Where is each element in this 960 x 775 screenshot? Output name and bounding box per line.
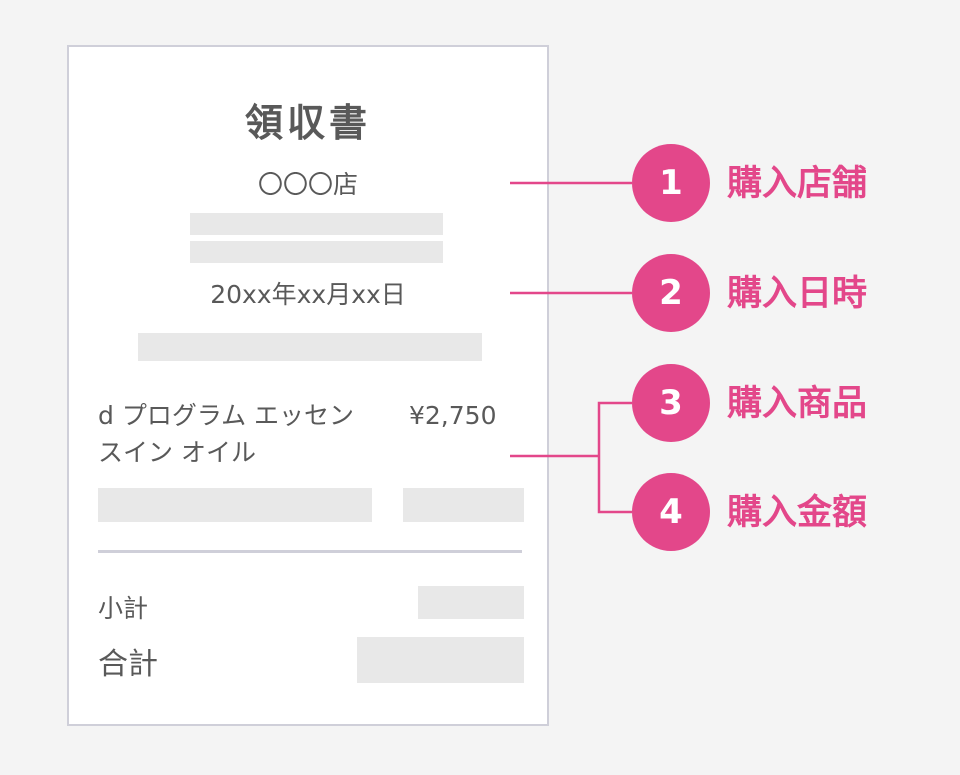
item-name: d プログラム エッセンスイン オイル bbox=[98, 401, 355, 467]
subtotal-label: 小計 bbox=[98, 594, 149, 623]
total-value-placeholder bbox=[357, 637, 524, 683]
callout-label-2: 購入日時 bbox=[727, 274, 868, 314]
callout-badge-3: 3 bbox=[632, 364, 710, 442]
receipt-title: 領収書 bbox=[244, 101, 371, 145]
placeholder-bar bbox=[190, 213, 443, 235]
callout-badge-1: 1 bbox=[632, 144, 710, 222]
item-price: ¥2,750 bbox=[409, 401, 497, 430]
callout-label-1: 購入店舗 bbox=[727, 164, 868, 204]
purchase-date: 20xx年xx月xx日 bbox=[210, 280, 406, 309]
placeholder-bar bbox=[98, 488, 372, 522]
placeholder-bar bbox=[138, 333, 482, 361]
total-label: 合計 bbox=[98, 647, 158, 682]
receipt-divider bbox=[98, 550, 522, 553]
subtotal-value-placeholder bbox=[418, 586, 524, 619]
receipt-card: 領収書 〇〇〇店 20xx年xx月xx日 d プログラム エッセンスイン オイル… bbox=[67, 45, 549, 726]
connector-bracket-3-4 bbox=[597, 401, 632, 514]
callout-label-3: 購入商品 bbox=[727, 384, 868, 424]
placeholder-bar bbox=[190, 241, 443, 263]
callout-badge-4: 4 bbox=[632, 473, 710, 551]
store-name: 〇〇〇店 bbox=[257, 170, 358, 199]
placeholder-bar bbox=[403, 488, 524, 522]
callout-badge-2: 2 bbox=[632, 254, 710, 332]
callout-label-4: 購入金額 bbox=[727, 493, 868, 533]
